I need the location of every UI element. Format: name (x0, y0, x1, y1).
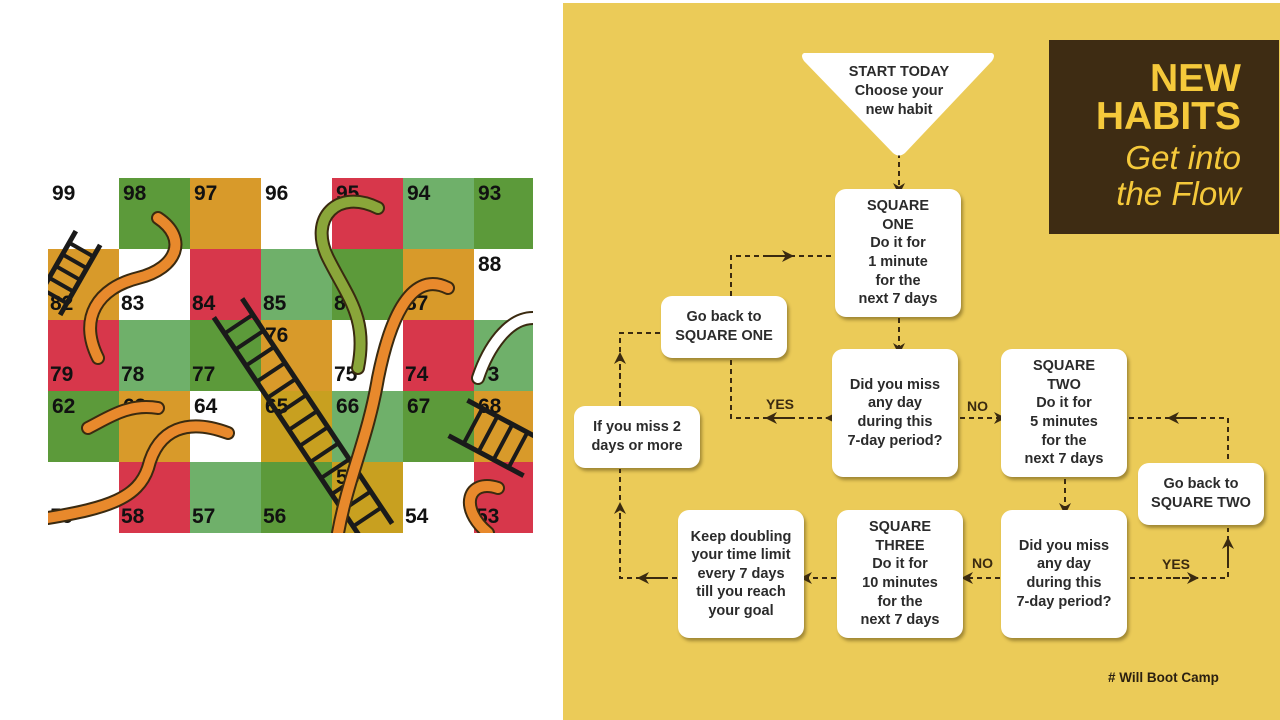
yes-label-2: YES (1162, 556, 1191, 572)
start-heading: START TODAY (848, 64, 950, 80)
board-cell-number: 54 (405, 505, 429, 528)
ladder-left (48, 229, 103, 317)
board-cell-number: 79 (50, 363, 74, 386)
ladder-right (447, 398, 533, 478)
board-cell-number: 97 (194, 182, 218, 205)
connector-go-back-square-one (730, 255, 831, 296)
board-cell-number: 78 (121, 363, 145, 386)
no-label-2: NO (972, 555, 993, 571)
board-cell: 85 (261, 249, 332, 320)
snake-center (331, 277, 455, 533)
miss-question-box-2: Did you miss any day during this 7-day p… (1001, 510, 1127, 638)
board-cell: 68 (474, 391, 533, 462)
snake-right-edge (471, 311, 533, 385)
board-cell-number: 66 (336, 395, 360, 418)
board-cell: 78 (119, 320, 190, 391)
snake-lower-left (48, 419, 235, 525)
board-cell: 94 (403, 178, 474, 249)
board-cell-number: 58 (121, 505, 145, 528)
board-cell-number: 64 (194, 395, 218, 418)
square-three-box: SQUARE THREE Do it for 10 minutes for th… (837, 510, 963, 638)
board-cell-number: 56 (263, 505, 287, 528)
start-triangle (802, 53, 994, 156)
habit-flowchart: START TODAY Choose your new habit SQUARE… (563, 3, 1280, 720)
board-cell-number: 96 (265, 182, 289, 205)
board-cell-number: 68 (478, 395, 502, 418)
flowchart-connectors (614, 53, 1234, 584)
board-cell-number: 99 (52, 182, 76, 205)
snake-upper-middle (314, 194, 385, 375)
board-cell-number: 98 (123, 182, 147, 205)
footer-credit: # Will Boot Camp (1108, 670, 1219, 685)
keep-doubling-box: Keep doubling your time limit every 7 da… (678, 510, 804, 638)
title-subtitle: Get into the Flow (1116, 139, 1241, 212)
board-cell: 99 (48, 178, 119, 249)
miss-two-days-box: If you miss 2 days or more (574, 406, 700, 468)
connector-miss-two-go-back (619, 332, 660, 406)
board-cell-number: 62 (52, 395, 76, 418)
board-cell-number: 83 (121, 292, 145, 315)
start-node: START TODAY Choose your new habit (804, 63, 994, 120)
snake-lower-right (463, 479, 505, 533)
board-cell: 57 (190, 462, 261, 533)
yes-label-1: YES (766, 396, 795, 412)
board-cell-number: 88 (478, 253, 502, 276)
board-cell: 97 (190, 178, 261, 249)
miss-question-box-1: Did you miss any day during this 7-day p… (832, 349, 958, 477)
title-main: NEW HABITS (1095, 57, 1241, 138)
start-text: Choose your new habit (854, 83, 944, 118)
board-cell: 74 (403, 320, 474, 391)
board-cell-number: 93 (478, 182, 502, 205)
board-cell-number: 94 (407, 182, 431, 205)
square-one-box: SQUARE ONE Do it for 1 minute for the ne… (835, 189, 961, 317)
square-two-box: SQUARE TWO Do it for 5 minutes for the n… (1001, 349, 1127, 477)
board-cell: 58 (119, 462, 190, 533)
board-cell-number: 85 (263, 292, 287, 315)
board-cell-number: 57 (192, 505, 216, 528)
snake-upper-left (83, 211, 183, 365)
connector-go-back-two-square-two (1129, 417, 1229, 468)
snake-lower-head (81, 400, 165, 435)
board-cell-number: 74 (405, 363, 429, 386)
board-illustration (48, 194, 533, 533)
board-cell-number: 77 (192, 363, 216, 386)
no-label-1: NO (967, 398, 988, 414)
title-block: NEW HABITS Get into the Flow (1049, 40, 1279, 234)
board-cell: 54 (403, 462, 474, 533)
board-cell-number: 67 (407, 395, 431, 418)
connector-doubling-miss-two (619, 469, 677, 579)
connector-yes-go-back (730, 358, 837, 424)
board-cell-number: 84 (192, 292, 216, 315)
board-cell: 67 (403, 391, 474, 462)
board-cell: 93 (474, 178, 533, 249)
go-back-square-one-box: Go back to SQUARE ONE (661, 296, 787, 358)
go-back-square-two-box: Go back to SQUARE TWO (1138, 463, 1264, 525)
board-cell: 88 (474, 249, 533, 320)
board-cell: 77 (190, 320, 261, 391)
